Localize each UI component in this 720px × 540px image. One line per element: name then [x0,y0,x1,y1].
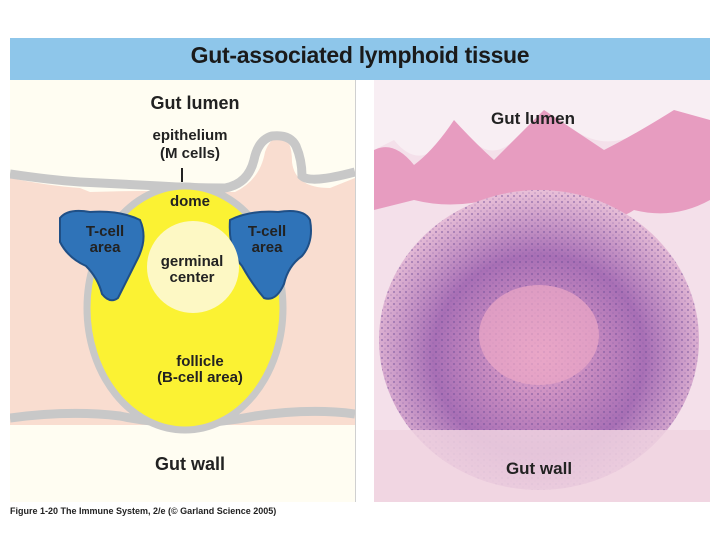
histology-micrograph: Gut lumen Gut wall [374,80,710,502]
label-germinal-line2: center [169,268,215,286]
figure-title: Gut-associated lymphoid tissue [190,42,530,68]
label-t-cell-left-line1: T-cell [85,223,125,240]
germinal-center-region [479,285,599,385]
micrograph-drawing [374,80,710,502]
label-dome: dome [169,193,210,210]
t-cell-area-right [228,210,312,300]
label-t-cell-left-line2: area [89,238,121,256]
label-germinal-line1: germinal [160,253,224,270]
title-bar: Gut-associated lymphoid tissue [10,38,710,80]
label-epithelium: epithelium [152,127,228,144]
germinal-center-shape [147,221,239,313]
label-m-cells: (M cells) [159,145,220,162]
gut-wall-background [10,425,355,502]
label-follicle: follicle (B-cell area) [135,354,265,386]
photo-label-gut-lumen: Gut lumen [490,109,576,128]
villi-epithelium [374,110,710,218]
schematic-drawing [10,80,355,502]
t-cell-area-left [59,209,145,302]
label-t-cell-right: T-cell area [232,224,302,256]
gut-wall-region [374,430,710,502]
label-germinal-center: germinal center [147,254,237,286]
label-t-cell-left: T-cell area [70,224,140,256]
label-t-cell-right-line2: area [251,238,283,256]
epithelium-line [10,131,355,193]
figure-caption: Figure 1-20 The Immune System, 2/e (© Ga… [10,506,277,516]
label-t-cell-right-line1: T-cell [247,223,287,240]
schematic-panel: Gut lumen epithelium (M cells) dome T-ce… [10,80,356,502]
photo-label-gut-wall: Gut wall [505,459,573,478]
label-follicle-line1: follicle [176,353,224,370]
label-follicle-line2: (B-cell area) [157,368,243,386]
label-gut-lumen: Gut lumen [150,93,240,113]
label-gut-wall: Gut wall [154,454,225,474]
